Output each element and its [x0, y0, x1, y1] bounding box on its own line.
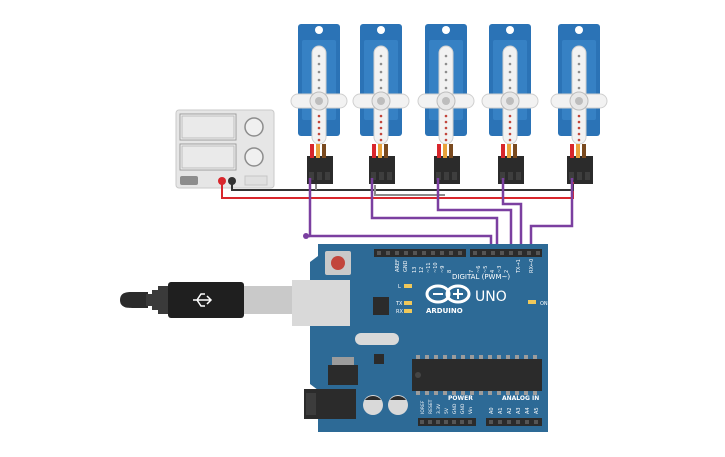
- digital-pin-label: ~10: [433, 262, 439, 273]
- atmega-chip: [412, 359, 542, 391]
- servo-mount-hole: [442, 26, 450, 34]
- on-led: [528, 300, 536, 304]
- servo-motor[interactable]: [352, 24, 410, 184]
- servo-motor[interactable]: [417, 24, 475, 184]
- wire-signal-4: [501, 178, 523, 248]
- servo-connector: [434, 144, 460, 184]
- digital-pin-label: ~9: [440, 266, 446, 273]
- digital-pin-label: 8: [447, 270, 453, 273]
- wire-signal-3: [436, 178, 513, 248]
- wire-signal-1: [308, 178, 493, 248]
- rx-label: RX: [396, 309, 403, 315]
- digital-pin-label: 12: [419, 267, 425, 273]
- servo-connector: [369, 144, 395, 184]
- analog-pin-label: A3: [516, 407, 522, 414]
- voltage-regulator: [328, 365, 358, 385]
- on-label: ON: [540, 301, 548, 307]
- arduino-logo: [425, 284, 471, 304]
- analog-header: [486, 418, 542, 426]
- wire-signal-2: [370, 178, 499, 248]
- aref-label: AREF: [395, 259, 401, 272]
- power-pin-label: 5V: [444, 407, 450, 414]
- wire-gray-2: [374, 185, 445, 196]
- usb-chip: [373, 297, 389, 315]
- digital-pin-label: ~5: [483, 266, 489, 273]
- power-pin-label: GND: [452, 403, 458, 414]
- arduino-label: ARDUINO: [426, 307, 463, 315]
- crystal: [355, 333, 399, 345]
- servo-motor[interactable]: [481, 24, 539, 184]
- digital-pin-label: ~11: [426, 262, 432, 273]
- tx-led: [404, 301, 412, 305]
- power-supply[interactable]: [175, 109, 275, 189]
- power-pin-label: GND: [460, 403, 466, 414]
- servo-motor[interactable]: [290, 24, 348, 184]
- rx-led: [404, 309, 412, 313]
- servo-mount-hole: [506, 26, 514, 34]
- analog-pin-label: A1: [498, 407, 504, 414]
- digital-pin-label: TX→1: [516, 259, 522, 274]
- digital-pin-label: 4: [490, 270, 496, 273]
- digital-pin-label: 2: [504, 270, 510, 273]
- servo-connector: [307, 144, 333, 184]
- power-pin-label: Vin: [468, 407, 474, 414]
- servo-horn[interactable]: [550, 45, 608, 145]
- wire-signal-5: [529, 178, 574, 248]
- servo-motor[interactable]: [550, 24, 608, 184]
- l-led: [404, 284, 412, 288]
- power-pin-label: IOREF: [420, 400, 426, 414]
- power-pin-label: RESET: [428, 399, 434, 414]
- usb-icon: [193, 293, 213, 307]
- digital-header-low: [470, 249, 542, 257]
- ps-knob-current[interactable]: [244, 147, 264, 167]
- servo-mount-hole: [377, 26, 385, 34]
- servo-mount-hole: [315, 26, 323, 34]
- tx-label: TX: [395, 301, 403, 307]
- digital-header-high: [374, 249, 466, 257]
- servo-mount-hole: [575, 26, 583, 34]
- analog-pin-label: A2: [507, 407, 513, 414]
- digital-pin-label: ~3: [497, 266, 503, 273]
- analog-pin-label: A0: [489, 407, 495, 414]
- power-label: POWER: [448, 395, 473, 402]
- wires: [221, 178, 574, 248]
- analog-label: ANALOG IN: [502, 395, 539, 402]
- l-label: L: [398, 284, 401, 290]
- analog-pin-label: A4: [525, 407, 531, 414]
- digital-pin-label: RX←0: [529, 259, 535, 273]
- uno-label: UNO: [475, 289, 507, 305]
- ps-knob-voltage[interactable]: [244, 117, 264, 137]
- digital-pin-label: 13: [412, 267, 418, 273]
- digital-pin-label: 7: [469, 270, 475, 273]
- ps-power-button[interactable]: [180, 176, 198, 185]
- digital-pin-label: ~6: [476, 266, 482, 273]
- servo-horn[interactable]: [417, 45, 475, 145]
- gnd-label: GND: [403, 260, 409, 272]
- digital-label: DIGITAL (PWM~): [452, 273, 510, 281]
- servo-horn[interactable]: [481, 45, 539, 145]
- power-pin-label: 3.3V: [436, 403, 442, 414]
- analog-pin-label: A5: [534, 407, 540, 414]
